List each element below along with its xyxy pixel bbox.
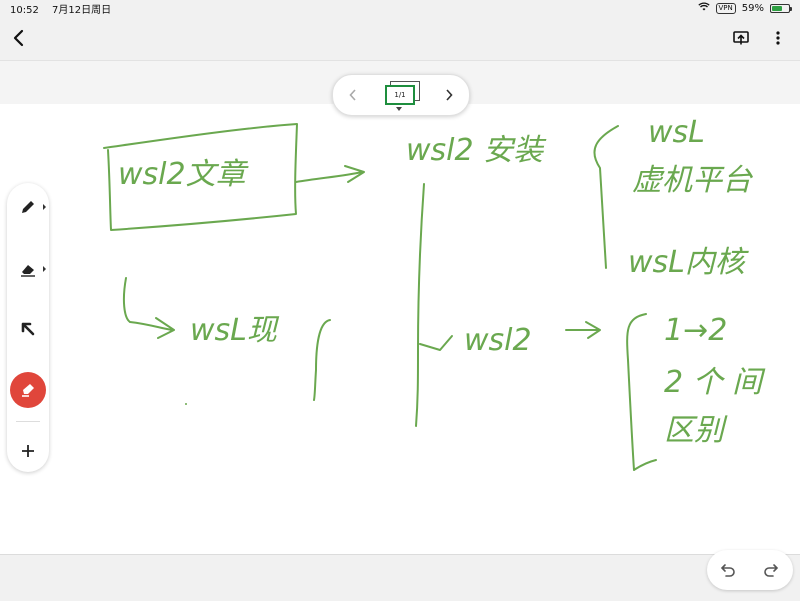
ink-arrow-4	[122, 277, 175, 339]
wifi-icon	[697, 2, 710, 14]
redo-icon	[764, 564, 779, 577]
back-button[interactable]	[6, 26, 30, 50]
present-button[interactable]	[729, 26, 753, 50]
battery-text: 59%	[741, 2, 764, 14]
note-one-to-two: 1→2	[664, 313, 727, 348]
status-left: 10:52 7月12日周日	[10, 1, 121, 16]
chevron-left-icon	[349, 89, 356, 101]
highlighter-tool-button[interactable]	[10, 372, 46, 408]
note-wsl2-install: wsl2 安装	[406, 133, 547, 168]
next-page-button[interactable]	[439, 85, 459, 105]
eraser-options-caret[interactable]	[43, 266, 46, 272]
present-icon	[733, 31, 749, 45]
note-wsl: wsL	[648, 115, 705, 150]
note-wsl2: wsl2	[464, 323, 532, 358]
drawing-canvas[interactable]: wsl2文章 wsl2 安装 wsL 虚机平台 wsL内核 wsl2 1→2 2…	[0, 104, 800, 554]
eraser-tool-button[interactable]	[16, 257, 46, 281]
chevron-right-icon	[446, 89, 453, 101]
note-two-parts-a: 2 个 间	[664, 365, 766, 400]
undo-redo-group	[707, 550, 793, 590]
page-indicator: 1/1	[394, 91, 406, 99]
ink-vertical-line	[415, 183, 425, 427]
ink-brace-right	[593, 125, 619, 269]
note-two-parts-b: 区别	[664, 413, 728, 448]
vpn-badge: VPN	[715, 2, 736, 14]
eraser-icon	[21, 265, 35, 277]
select-tool-button[interactable]	[16, 317, 40, 341]
ink-arrow-1	[295, 165, 365, 183]
ink-arrow-3	[565, 321, 601, 339]
ink-bracket-left	[626, 313, 657, 471]
battery-fill	[772, 5, 782, 11]
tool-palette	[7, 183, 49, 472]
status-right: VPN 59%	[697, 2, 792, 14]
ink-dot	[185, 403, 187, 405]
undo-button[interactable]	[718, 560, 738, 580]
pen-tool-button[interactable]	[16, 195, 46, 219]
chevron-left-icon	[13, 29, 24, 47]
undo-icon	[720, 564, 735, 577]
page-navigator: 1/1	[332, 74, 470, 116]
more-options-button[interactable]	[766, 26, 790, 50]
add-icon	[22, 445, 34, 457]
note-wsl2-doc: wsl2文章	[118, 157, 249, 192]
ink-box	[103, 123, 298, 231]
select-arrow-icon	[21, 322, 35, 336]
ink-layer: wsl2文章 wsl2 安装 wsL 虚机平台 wsL内核 wsl2 1→2 2…	[103, 115, 766, 471]
app-bar	[0, 16, 800, 60]
page-menu-caret[interactable]	[396, 107, 402, 111]
pen-icon	[22, 201, 34, 213]
prev-page-button[interactable]	[343, 85, 363, 105]
ink-arrow-2	[419, 335, 453, 351]
redo-button[interactable]	[761, 560, 781, 580]
note-wsl-now: wsL现	[190, 313, 280, 348]
pen-options-caret[interactable]	[43, 204, 46, 210]
page-thumbnail[interactable]: 1/1	[385, 85, 415, 105]
ink-curve-small	[313, 319, 331, 401]
note-wsl-kernel: wsL内核	[628, 245, 749, 280]
more-vert-icon	[776, 31, 780, 45]
status-date: 7月12日周日	[52, 4, 112, 16]
battery-icon	[770, 3, 792, 13]
status-time: 10:52	[10, 4, 39, 16]
highlighter-icon	[22, 384, 34, 397]
add-tool-button[interactable]	[16, 439, 40, 463]
status-bar: 10:52 7月12日周日 VPN 59%	[0, 0, 800, 16]
note-vm-platform: 虚机平台	[632, 163, 754, 198]
bottom-bar	[0, 554, 800, 601]
toolbar-divider	[16, 421, 40, 422]
